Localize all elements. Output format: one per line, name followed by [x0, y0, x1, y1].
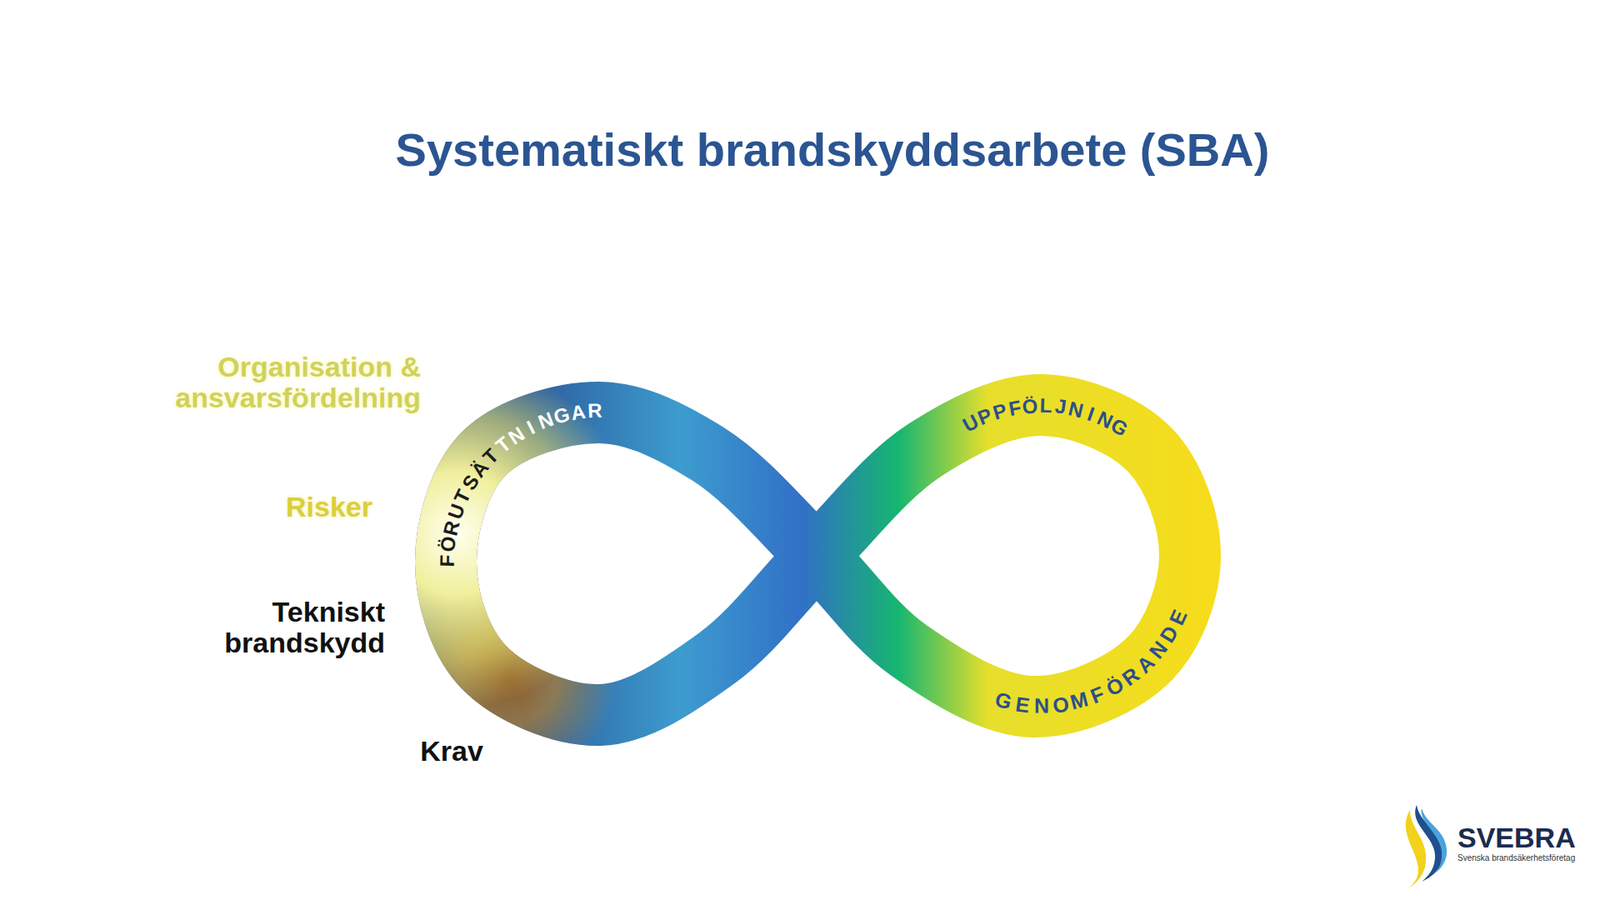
side-label: Risker	[205, 491, 373, 523]
band-letter: F	[1087, 683, 1107, 708]
band-letter: Ö	[1021, 395, 1039, 417]
band-letter: I	[1085, 404, 1097, 425]
side-label: Tekniskt brandskydd	[218, 596, 385, 659]
band-letter: F	[1006, 397, 1023, 420]
band-letter: J	[1054, 396, 1068, 419]
fire-glow	[445, 405, 1190, 715]
side-label: Krav	[368, 735, 535, 767]
band-letter: E	[1014, 693, 1031, 716]
infinity-band: FÖRUTSÄTTNINGARUPPFÖLJNINGGENOMFÖRANDE	[391, 350, 1250, 767]
band-letter: I	[524, 417, 539, 438]
band-letter: G	[993, 689, 1015, 714]
side-label: Organisation & ansvarsfördelning	[120, 351, 421, 414]
logo-icon	[1391, 800, 1459, 892]
brand-name: SVEBRA	[1457, 821, 1600, 854]
band-letter: N	[1066, 398, 1085, 421]
band-shape	[391, 350, 1250, 767]
band-letter: F	[437, 554, 458, 567]
smoke-glow	[445, 405, 1190, 715]
diagram-title: Systematiskt brandskyddsarbete (SBA)	[333, 123, 1332, 177]
band-letter: G	[551, 404, 572, 428]
band-letter: L	[1039, 395, 1052, 416]
band-letter: A	[570, 401, 588, 424]
band-path	[445, 405, 1190, 715]
band-label: FÖRUTSÄTTNINGAR	[391, 350, 1250, 767]
band-label: UPPFÖLJNING	[391, 350, 1250, 767]
band-letter: N	[1034, 695, 1050, 716]
logo-swoosh	[1421, 808, 1448, 874]
band-letter: R	[440, 518, 463, 537]
band-letter: U	[444, 501, 468, 522]
band-label: GENOMFÖRANDE	[391, 350, 1250, 767]
brand-tagline: Svenska brandsäkerhetsföretag	[1457, 853, 1600, 864]
logo-swoosh	[1415, 805, 1444, 882]
band-letter: O	[1050, 693, 1070, 716]
band-letter: M	[1068, 689, 1090, 714]
band-letter: Ö	[437, 535, 460, 554]
band-letter: R	[587, 400, 603, 422]
